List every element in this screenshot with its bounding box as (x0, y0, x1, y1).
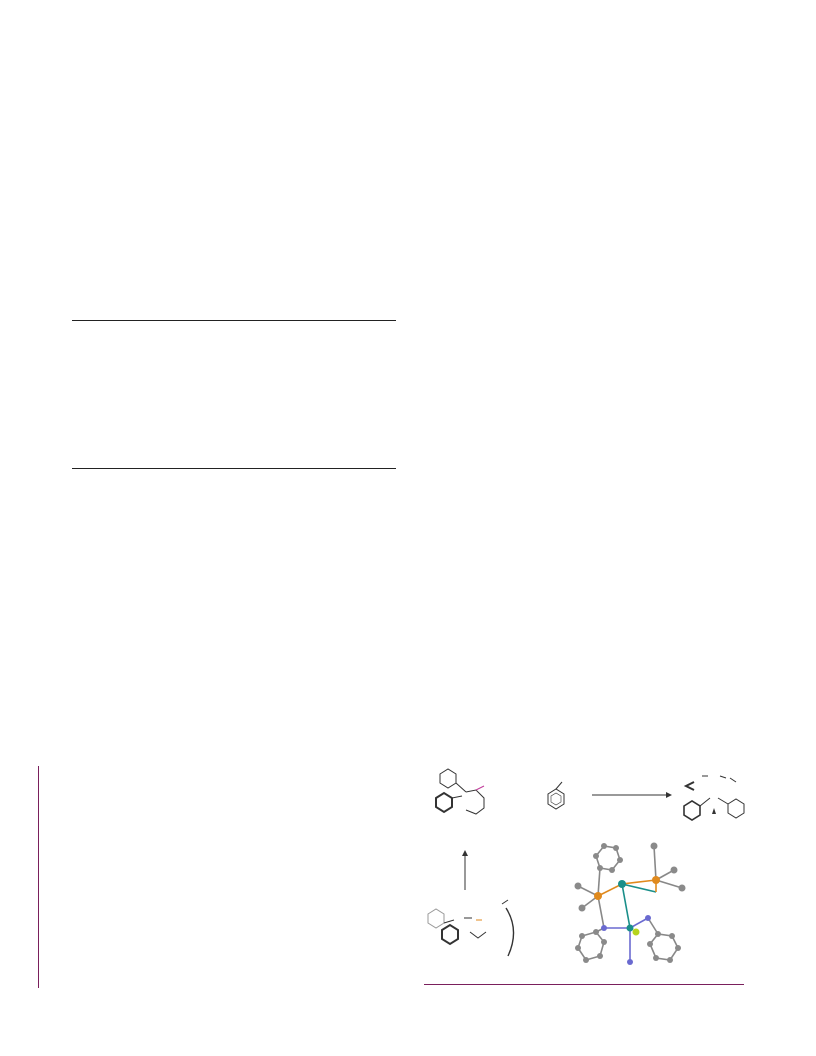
toluene-structure (547, 781, 565, 810)
margin-change-bar (38, 766, 39, 988)
crystal-structure-ortep (574, 842, 686, 965)
table-rule-bottom (72, 468, 396, 469)
reaction-arrow-right (592, 792, 672, 798)
precursor-complex-structure (435, 768, 485, 815)
product-complex-structure (683, 775, 745, 821)
table-rule-top (72, 320, 396, 321)
reaction-arrow-up (462, 850, 468, 890)
scheme-underline (424, 984, 744, 985)
starting-complex-structure (427, 899, 515, 957)
